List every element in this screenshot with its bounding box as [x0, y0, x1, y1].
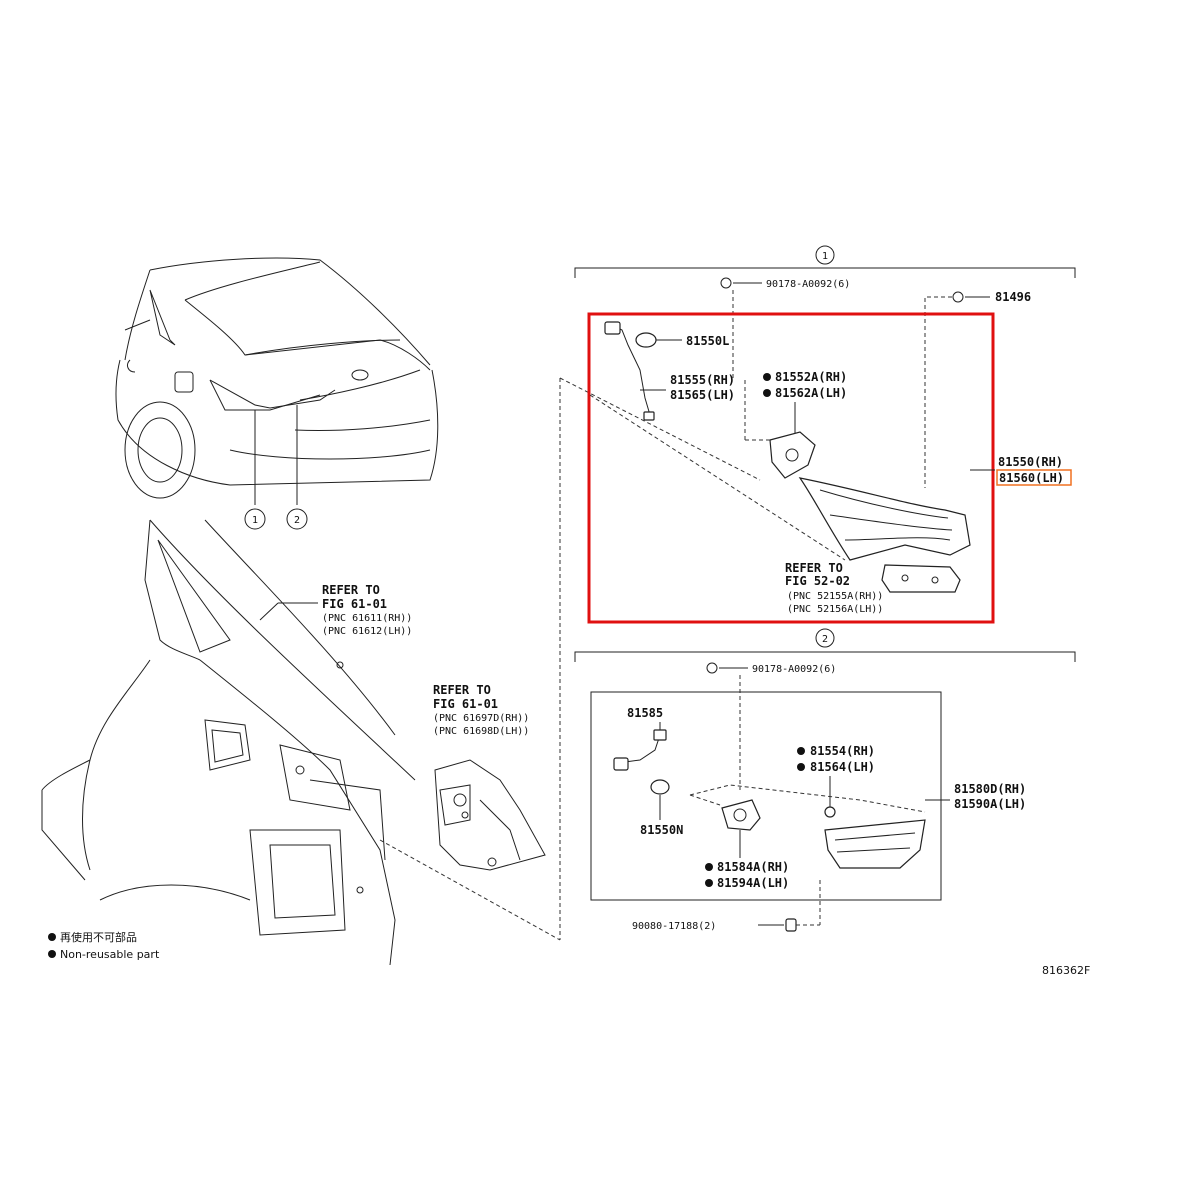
label-bolt-1: 90178-A0092(6) [766, 279, 850, 290]
bulb-icon [650, 779, 670, 795]
label-gasket-lh: 81562A(LH) [775, 386, 847, 400]
callout-1-icon [815, 245, 835, 265]
legend-jp: 再使用不可部品 [60, 930, 137, 944]
inner-panel-illustration [379, 759, 561, 941]
refer-quarter-note: REFER TO FIG 61-01 (PNC 61611(RH)) (PNC … [322, 583, 412, 637]
non-reusable-icon [48, 950, 56, 958]
label-socket-rh: 81555(RH) [670, 373, 735, 387]
label-gasket-rh: 81552A(RH) [775, 370, 847, 384]
highlight-box [587, 312, 995, 624]
non-reusable-icon [48, 933, 56, 941]
non-reusable-icon [763, 373, 771, 381]
svg-text:(PNC 61612(LH)): (PNC 61612(LH)) [322, 626, 412, 637]
clip-icon [952, 291, 964, 303]
svg-text:FIG 52-02: FIG 52-02 [785, 574, 850, 588]
group-2: 2 90178-A0092(6) 81585 81550N 81554(RH) … [574, 628, 1076, 932]
label-bolt-2: 90178-A0092(6) [752, 664, 836, 675]
legend: 再使用不可部品 Non-reusable part [48, 930, 160, 961]
label-screw: 90080-17188(2) [632, 921, 716, 932]
label-gasket2-lh: 81564(LH) [810, 760, 875, 774]
bolt-icon [706, 662, 718, 674]
bracket-part [881, 564, 961, 593]
label-socket-lh: 81565(LH) [670, 388, 735, 402]
group-2-box [590, 691, 942, 901]
svg-text:1: 1 [822, 251, 828, 262]
inner-lamp-part [824, 819, 926, 869]
label-bulb-1: 81550L [686, 334, 729, 348]
label-clip: 81496 [995, 290, 1031, 304]
svg-text:2: 2 [822, 634, 828, 645]
svg-text:(PNC 61698D(LH)): (PNC 61698D(LH)) [433, 726, 529, 737]
svg-text:(PNC 61697D(RH)): (PNC 61697D(RH)) [433, 713, 529, 724]
non-reusable-icon [797, 747, 805, 755]
callout-2-icon [815, 628, 835, 648]
gasket-part [769, 431, 816, 479]
legend-en: Non-reusable part [60, 948, 160, 961]
label-socket-2: 81585 [627, 706, 663, 720]
figure-id: 816362F [1042, 964, 1090, 977]
quarter-panel-illustration [41, 519, 416, 966]
svg-text:(PNC 52155A(RH)): (PNC 52155A(RH)) [787, 591, 883, 602]
car-callout-1: 1 [252, 515, 258, 526]
bolt-icon [720, 277, 732, 289]
label-gasket2-rh: 81554(RH) [810, 744, 875, 758]
label-lamp-lh: 81560(LH) [999, 471, 1064, 485]
svg-text:REFER TO: REFER TO [785, 561, 843, 575]
svg-text:(PNC 52156A(LH)): (PNC 52156A(LH)) [787, 604, 883, 615]
label-cover-lh: 81594A(LH) [717, 876, 789, 890]
svg-text:(PNC 61611(RH)): (PNC 61611(RH)) [322, 613, 412, 624]
non-reusable-icon [705, 879, 713, 887]
bulb-icon [635, 332, 657, 348]
non-reusable-icon [705, 863, 713, 871]
svg-text:FIG 61-01: FIG 61-01 [322, 597, 387, 611]
screw-icon [785, 918, 797, 932]
svg-text:REFER TO: REFER TO [433, 683, 491, 697]
svg-text:FIG 61-01: FIG 61-01 [433, 697, 498, 711]
refer-inner-note: REFER TO FIG 61-01 (PNC 61697D(RH)) (PNC… [433, 683, 529, 737]
label-cover-rh: 81584A(RH) [717, 860, 789, 874]
lamp-lh-highlight [996, 469, 1072, 486]
label-lamp2-lh: 81590A(LH) [954, 797, 1026, 811]
label-lamp2-rh: 81580D(RH) [954, 782, 1026, 796]
non-reusable-icon [763, 389, 771, 397]
tail-lamp-part [798, 477, 971, 561]
group-1: 1 90178-A0092(6) 81496 81555(RH) 81565(L… [574, 245, 1076, 624]
car-callout-2: 2 [294, 515, 300, 526]
cover-part [721, 799, 761, 831]
non-reusable-icon [797, 763, 805, 771]
label-lamp-rh: 81550(RH) [998, 455, 1063, 469]
car-rear-illustration: 1 2 [115, 257, 439, 530]
svg-text:REFER TO: REFER TO [322, 583, 380, 597]
label-bulb-2: 81550N [640, 823, 683, 837]
